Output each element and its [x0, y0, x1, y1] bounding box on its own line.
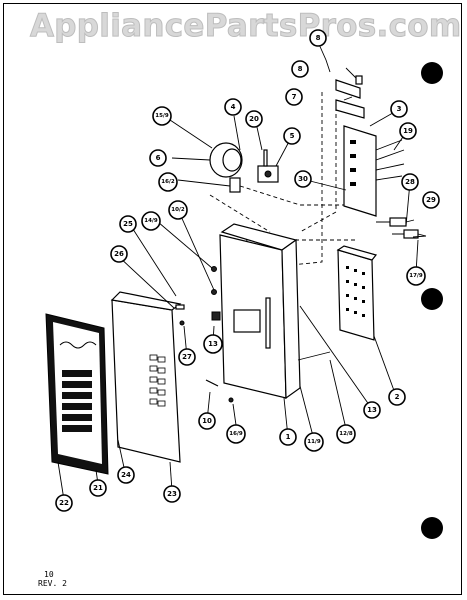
watermark: AppliancePartsPros.com: [30, 8, 462, 45]
hardware: [175, 304, 331, 403]
svg-text:4: 4: [231, 103, 236, 111]
svg-text:7: 7: [292, 93, 297, 101]
keypad-frame: [110, 291, 182, 463]
svg-text:8: 8: [298, 65, 303, 73]
relay-board: [336, 245, 378, 341]
callout-12-8: 12/8: [336, 424, 356, 444]
svg-text:2: 2: [395, 393, 400, 401]
callout-21: 21: [89, 479, 107, 497]
callout-8-top: 8: [309, 29, 327, 47]
callout-1: 1: [279, 428, 297, 446]
svg-text:23: 23: [167, 490, 177, 498]
touch-panel-overlay: [45, 313, 109, 475]
callout-10: 10: [198, 412, 216, 430]
callout-7: 7: [285, 88, 303, 106]
callout-4: 4: [224, 98, 242, 116]
svg-text:6: 6: [156, 154, 161, 162]
svg-text:10/2: 10/2: [171, 207, 185, 213]
callout-30: 30: [294, 170, 312, 188]
callout-10-2: 10/2: [168, 200, 188, 220]
svg-text:13: 13: [208, 340, 218, 348]
callout-2: 2: [388, 388, 406, 406]
thermostat: [257, 149, 279, 183]
wire-connectors: [376, 217, 427, 239]
callout-17-9: 17/9: [406, 266, 426, 286]
svg-text:21: 21: [93, 484, 103, 492]
callout-28: 28: [401, 173, 419, 191]
callout-14-9: 14/9: [141, 211, 161, 231]
binder-hole-bottom: [421, 517, 443, 539]
svg-text:12/8: 12/8: [339, 431, 353, 437]
svg-text:22: 22: [59, 499, 69, 507]
callout-27: 27: [178, 348, 196, 366]
svg-text:14/9: 14/9: [144, 218, 158, 224]
svg-text:3: 3: [397, 105, 402, 113]
callout-13: 13: [363, 401, 381, 419]
svg-text:25: 25: [123, 220, 133, 228]
svg-text:29: 29: [426, 196, 436, 204]
callout-22: 22: [55, 494, 73, 512]
svg-text:16/9: 16/9: [229, 431, 243, 437]
svg-text:17/9: 17/9: [409, 273, 423, 279]
callout-19: 19: [399, 122, 417, 140]
callout-24: 24: [117, 466, 135, 484]
svg-text:10: 10: [202, 417, 212, 425]
svg-text:15/9: 15/9: [155, 113, 169, 119]
callout-25: 25: [119, 215, 137, 233]
callout-20: 20: [245, 110, 263, 128]
callout-6: 6: [149, 149, 167, 167]
binder-hole-middle: [421, 288, 443, 310]
callout-29: 29: [422, 191, 440, 209]
page-frame: [3, 3, 462, 595]
svg-text:16/2: 16/2: [161, 179, 175, 185]
callout-23: 23: [163, 485, 181, 503]
callout-15-9: 15/9: [152, 106, 172, 126]
svg-text:1: 1: [286, 433, 291, 441]
svg-text:13: 13: [367, 406, 377, 414]
revision-label: REV. 2: [38, 579, 67, 588]
svg-text:24: 24: [121, 471, 131, 479]
svg-text:28: 28: [405, 178, 415, 186]
control-panel-backplate: [211, 223, 301, 400]
callout-26: 26: [110, 245, 128, 263]
callout-5: 5: [283, 127, 301, 145]
svg-text:8: 8: [316, 34, 321, 42]
callout-11-9: 11/9: [304, 432, 324, 452]
terminal-assembly: [335, 75, 405, 217]
svg-text:20: 20: [249, 115, 259, 123]
callout-8: 8: [291, 60, 309, 78]
binder-hole-top: [421, 62, 443, 84]
svg-text:27: 27: [182, 353, 192, 361]
svg-text:5: 5: [290, 132, 295, 140]
svg-text:11/9: 11/9: [307, 439, 321, 445]
page-footer: 10 REV. 2: [38, 570, 67, 588]
callout-16-9: 16/9: [226, 424, 246, 444]
svg-text:30: 30: [298, 175, 308, 183]
callout-13-b: 13: [203, 334, 223, 354]
svg-text:26: 26: [114, 250, 124, 258]
svg-text:19: 19: [403, 127, 413, 135]
callout-3: 3: [390, 100, 408, 118]
callout-16-2: 16/2: [158, 172, 178, 192]
page-number: 10: [44, 570, 54, 579]
leader-lines: [57, 41, 427, 501]
